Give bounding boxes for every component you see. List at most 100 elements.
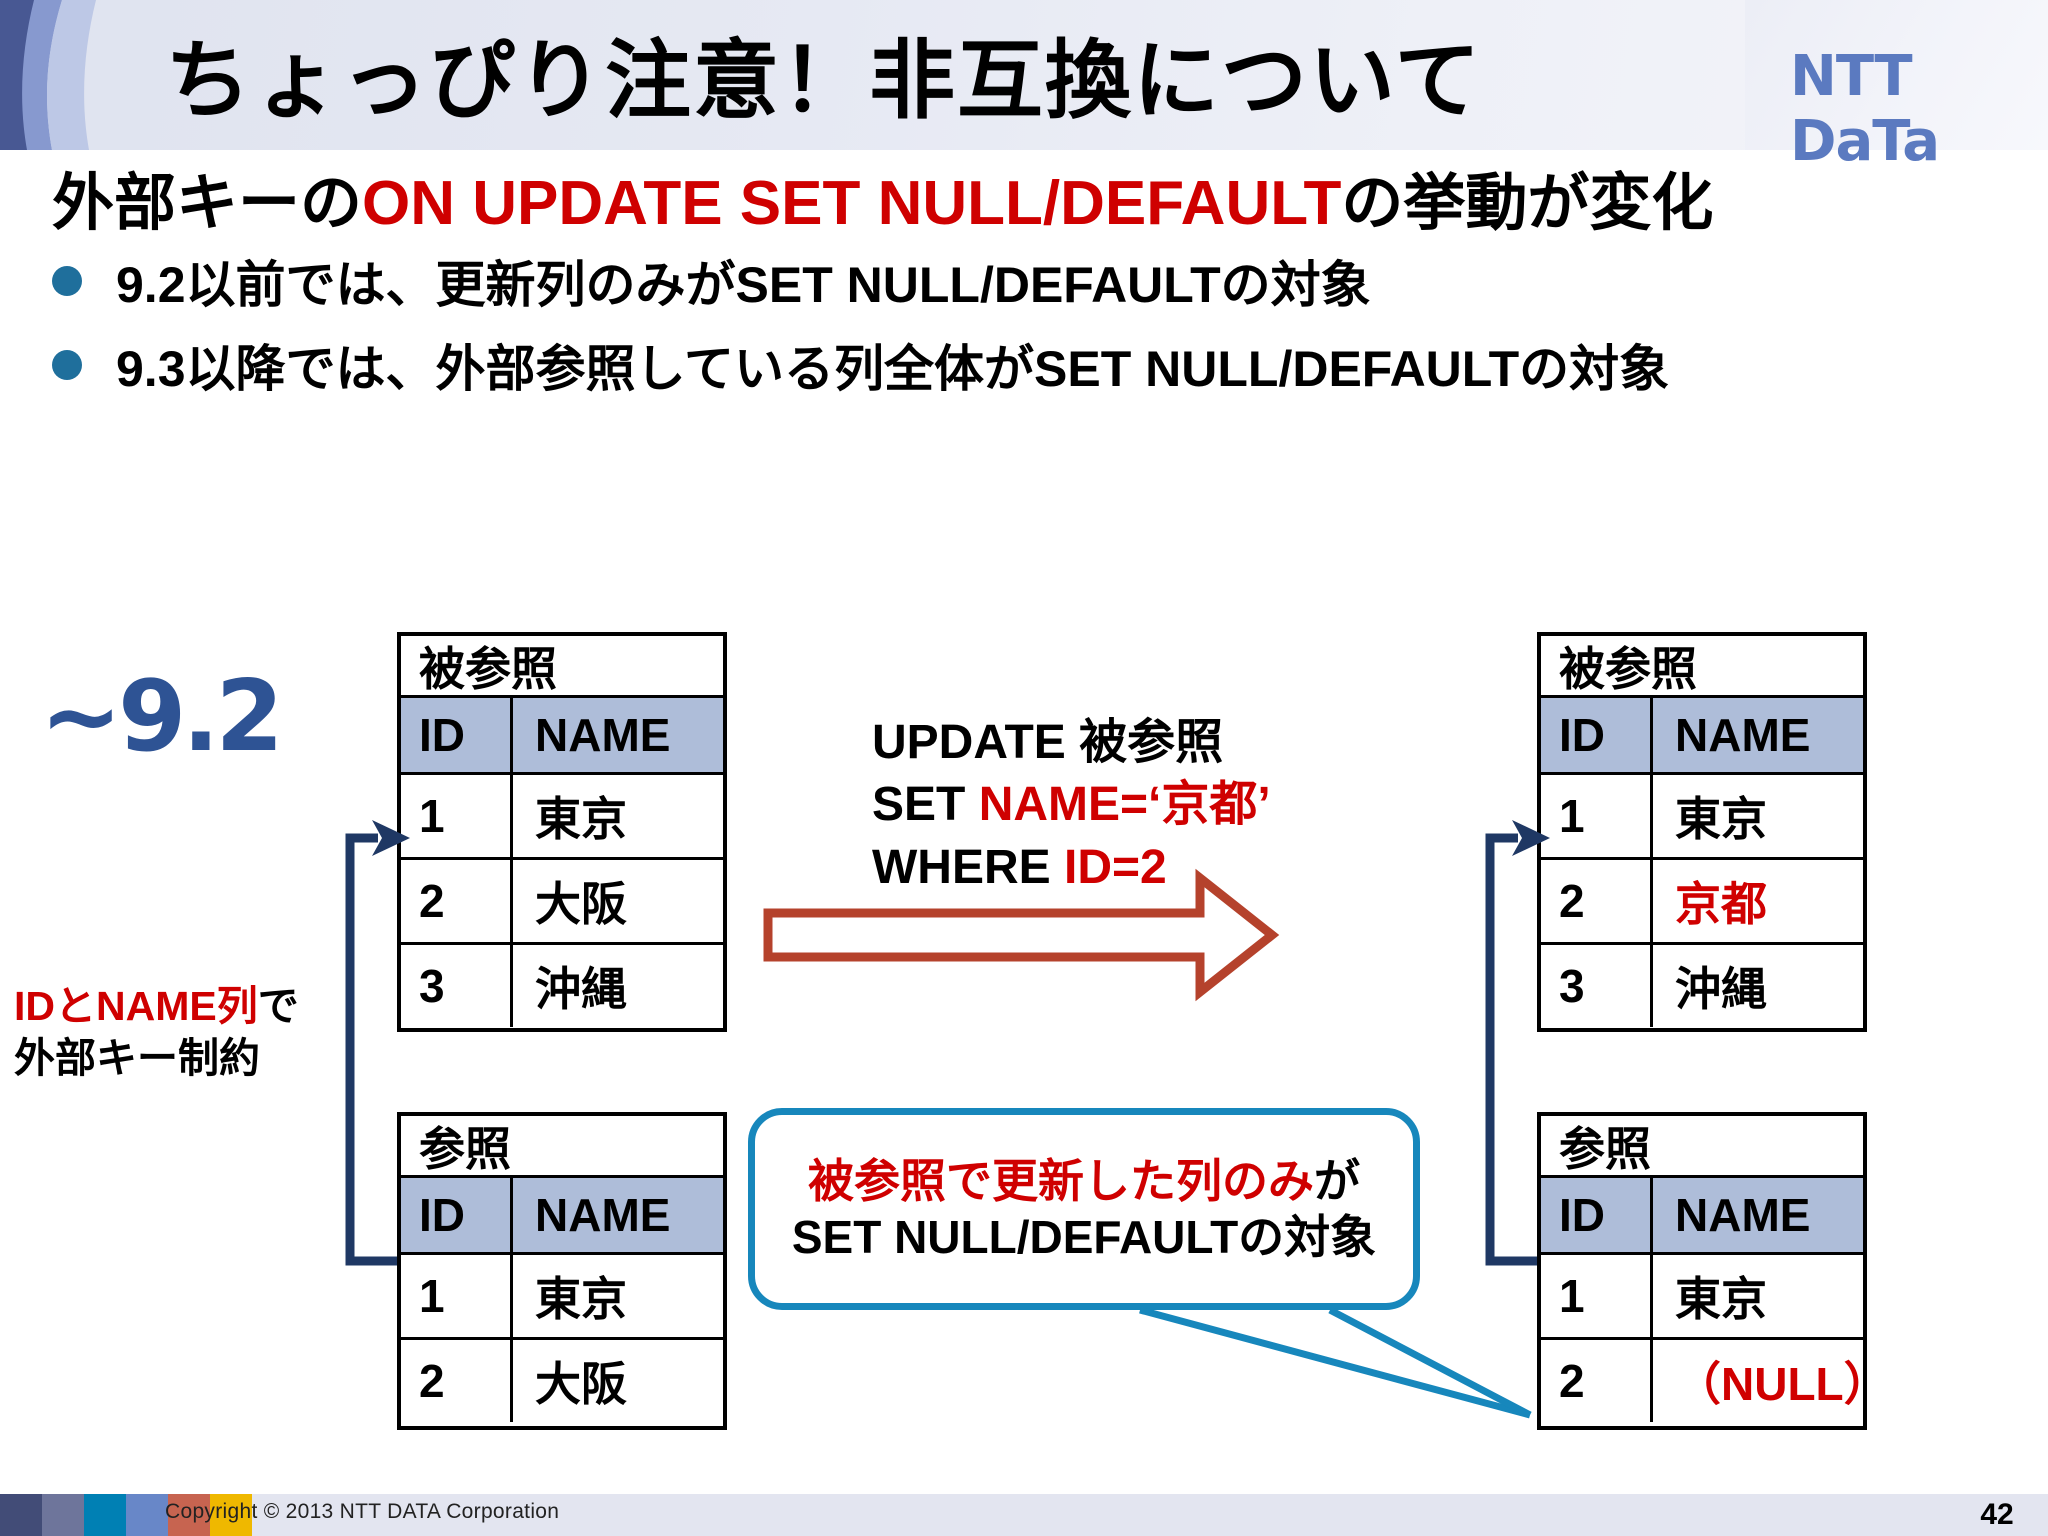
cell-id: 2 [1541,860,1653,942]
ntt-data-logo: NTT DaTa [1790,44,1940,174]
cell-id: 2 [1541,1340,1653,1422]
table-header-row: ID NAME [1541,698,1863,775]
table-row: 1 東京 [401,1255,723,1340]
table-after-parent: 被参照 ID NAME 1 東京 2 京都 3 沖縄 [1537,632,1867,1032]
fk-note-black: で [257,983,299,1029]
sql-keyword-set: SET [872,778,979,832]
list-item: 9.2以前では、更新列のみがSET NULL/DEFAULTの対象 [52,252,2012,313]
fk-note-line-1: IDとNAME列で [14,980,344,1032]
table-row: 2 京都 [1541,860,1863,945]
column-header-name: NAME [1653,1178,1863,1252]
footer-swatch-2 [42,1494,84,1536]
column-header-id: ID [401,698,513,772]
cell-id: 3 [1541,945,1653,1027]
cell-name: 大阪 [535,878,627,930]
callout-tail-icon [1139,1306,1532,1419]
table-row: 2 大阪 [401,1340,723,1422]
table-before-parent: 被参照 ID NAME 1 東京 2 大阪 3 沖縄 [397,632,727,1032]
lead-suffix: の挙動が変化 [1341,169,1714,238]
cell-name: 沖縄 [1675,963,1767,1015]
cell-id: 1 [1541,1255,1653,1337]
table-row: 1 東京 [401,775,723,860]
cell-id: 1 [401,775,513,857]
cell-name-nulled: （NULL） [1675,1358,1890,1410]
footer-color-swatches [0,1494,252,1536]
list-item: 9.3以降では、外部参照している列全体がSET NULL/DEFAULTの対象 [52,336,2012,397]
table-row: 3 沖縄 [1541,945,1863,1027]
table-caption: 被参照 [1541,636,1863,698]
cell-name: 沖縄 [535,963,627,1015]
cell-id: 3 [401,945,513,1027]
foreign-key-note: IDとNAME列で 外部キー制約 [14,980,344,1085]
sql-set-expression: NAME=‘京都’ [978,778,1271,832]
footer-swatch-6 [210,1494,252,1536]
table-row: 1 東京 [1541,775,1863,860]
bullet-text: 9.3以降では、外部参照している列全体がSET NULL/DEFAULTの対象 [116,341,1670,397]
bullet-dot-icon [52,266,82,296]
header-right-panel [1745,0,2048,150]
sql-where-expression: ID=2 [1064,840,1167,894]
fk-connector-right-icon [1485,833,1537,1266]
callout-line-1: 被参照で更新した列のみが [808,1153,1360,1209]
sql-keyword-update: UPDATE [872,716,1080,769]
cell-name: 東京 [535,793,627,845]
table-row: 2 大阪 [401,860,723,945]
sql-line-where: WHERE ID=2 [872,837,1271,899]
column-header-id: ID [401,1178,513,1252]
table-header-row: ID NAME [1541,1178,1863,1255]
table-row: 2 （NULL） [1541,1340,1890,1422]
footer-swatch-1 [0,1494,42,1536]
cell-id: 2 [401,1340,513,1422]
copyright-text: Copyright © 2013 NTT DATA Corporation [165,1500,560,1523]
column-header-name: NAME [513,1178,723,1252]
page-title: ちょっぴり注意！非互換について [165,32,1483,129]
cell-name: 大阪 [535,1358,627,1410]
fk-note-line-2: 外部キー制約 [14,1035,260,1082]
callout-bubble: 被参照で更新した列のみが SET NULL/DEFAULTの対象 [748,1108,1420,1310]
table-after-child: 参照 ID NAME 1 東京 2 （NULL） [1537,1112,1890,1430]
footer-swatch-3 [84,1494,126,1536]
header-underline [0,150,2048,160]
column-header-name: NAME [1653,698,1863,772]
lead-prefix: 外部キーの [52,169,363,238]
bullet-list: 9.2以前では、更新列のみがSET NULL/DEFAULTの対象 9.3以降で… [52,252,2012,420]
bullet-dot-icon [52,350,82,380]
sql-table-name: 被参照 [1079,716,1224,769]
callout-line-2: SET NULL/DEFAULTの対象 [791,1211,1377,1263]
table-header-row: ID NAME [401,698,723,775]
header-swoosh-decoration [0,0,150,150]
table-caption: 参照 [401,1116,723,1178]
table-row: 3 沖縄 [401,945,723,1027]
version-tag: ~9.2 [40,660,284,774]
table-caption: 参照 [1541,1116,1863,1178]
table-header-row: ID NAME [401,1178,723,1255]
column-header-name: NAME [513,698,723,772]
cell-name: 東京 [1675,793,1767,845]
header-band [0,0,2048,150]
sql-line-set: SET NAME=‘京都’ [872,774,1271,836]
footer-swatch-5 [168,1494,210,1536]
cell-id: 2 [401,860,513,942]
footer-swatch-4 [126,1494,168,1536]
column-header-id: ID [1541,698,1653,772]
bullet-text: 9.2以前では、更新列のみがSET NULL/DEFAULTの対象 [116,257,1371,313]
fk-note-red: IDとNAME列 [14,983,258,1029]
cell-name-updated: 京都 [1675,878,1767,930]
table-row: 1 東京 [1541,1255,1863,1340]
sql-line-update: UPDATE 被参照 [872,712,1271,774]
sql-keyword-where: WHERE [872,840,1064,894]
cell-name: 東京 [1675,1273,1767,1325]
column-header-id: ID [1541,1178,1653,1252]
table-before-child: 参照 ID NAME 1 東京 2 大阪 [397,1112,727,1430]
lead-statement: 外部キーのON UPDATE SET NULL/DEFAULTの挙動が変化 [52,165,1952,243]
cell-name: 東京 [535,1273,627,1325]
sql-statement: UPDATE 被参照 SET NAME=‘京都’ WHERE ID=2 [872,712,1271,899]
footer-bar [0,1494,2048,1536]
page-number: 42 [1980,1498,2014,1531]
callout-black-text: が [1314,1154,1360,1207]
lead-highlight: ON UPDATE SET NULL/DEFAULT [362,169,1342,238]
cell-id: 1 [1541,775,1653,857]
table-caption: 被参照 [401,636,723,698]
fk-connector-left-icon [345,833,397,1266]
